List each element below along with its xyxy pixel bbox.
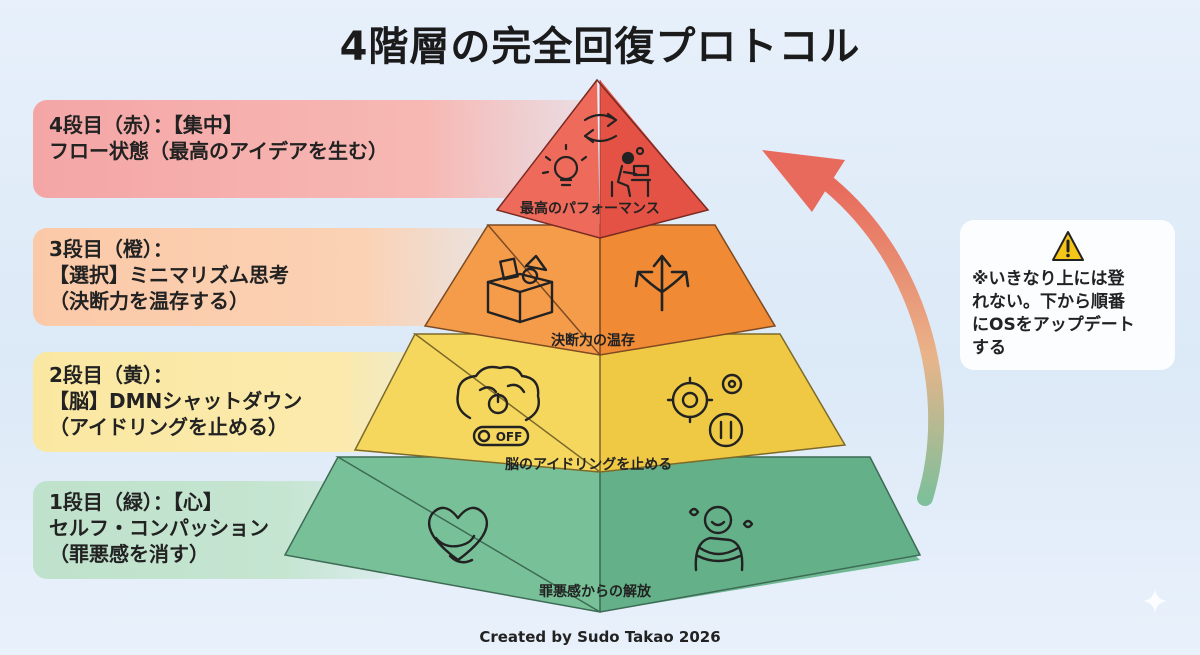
warning-note: ※いきなり上には登 れない。下から順番 にOSをアップデート する: [960, 220, 1175, 370]
heart-hug-icon: [427, 506, 489, 564]
warning-note-line-1: ※いきなり上には登: [972, 269, 1125, 289]
warning-icon: [972, 230, 1163, 268]
tier-1-block: [283, 456, 922, 613]
lightbulb-icon: [541, 143, 588, 187]
self-hug-icon: [688, 505, 754, 572]
tier-4-caption: 最高のパフォーマンス: [520, 201, 660, 217]
tier-4-label-line-1: 4段目（赤）：【集中】: [49, 113, 243, 137]
tier-3-label: 3段目（橙）： 【選択】ミニマリズム思考 （決断力を温存する）: [33, 228, 503, 326]
box-icon: [486, 254, 554, 324]
warning-note-line-4: する: [972, 338, 1006, 358]
credit-text: Created by Sudo Takao 2026: [479, 628, 721, 646]
page-title: 4階層の完全回復プロトコル: [339, 24, 861, 70]
tier-2-label-line-2: 【脳】DMNシャットダウン: [49, 389, 303, 413]
tier-3-caption: 決断力の温存: [551, 333, 635, 349]
tier-1-caption: 罪悪感からの解放: [539, 584, 651, 600]
warning-note-line-3: にOSをアップデート: [972, 315, 1135, 335]
tier-3-label-line-1: 3段目（橙）：: [49, 237, 173, 261]
gears-pause-icon: [666, 373, 744, 448]
tier-2-label-line-1: 2段目（黄）：: [49, 363, 173, 387]
fork-arrows-icon: [634, 254, 690, 312]
tier-4-label-line-2: フロー状態（最高のアイデアを生む）: [49, 139, 388, 163]
off-toggle-label: OFF: [496, 430, 523, 444]
warning-note-line-2: れない。下から順番: [972, 292, 1125, 312]
tier-2-label-line-3: （アイドリングを止める）: [49, 415, 288, 439]
person-at-desk-icon: [610, 146, 652, 198]
tier-1-label-line-1: 1段目（緑）：【心】: [49, 490, 223, 514]
brain-off-icon: [456, 365, 540, 447]
tier-1-label-line-2: セルフ・コンパッション: [49, 516, 269, 540]
tier-1-label-line-3: （罪悪感を消す）: [49, 542, 209, 566]
tier-2-caption: 脳のアイドリングを止める: [505, 457, 673, 473]
tier-4-label: 4段目（赤）：【集中】 フロー状態（最高のアイデアを生む）: [33, 100, 593, 198]
refresh-arrows-icon: [583, 112, 618, 144]
sparkle-icon: [1142, 588, 1168, 618]
tier-3-label-line-3: （決断力を温存する）: [49, 289, 249, 313]
tier-2-block: [353, 333, 847, 473]
ascend-arrow-icon: [762, 150, 945, 506]
tier-3-label-line-2: 【選択】ミニマリズム思考: [49, 263, 289, 287]
